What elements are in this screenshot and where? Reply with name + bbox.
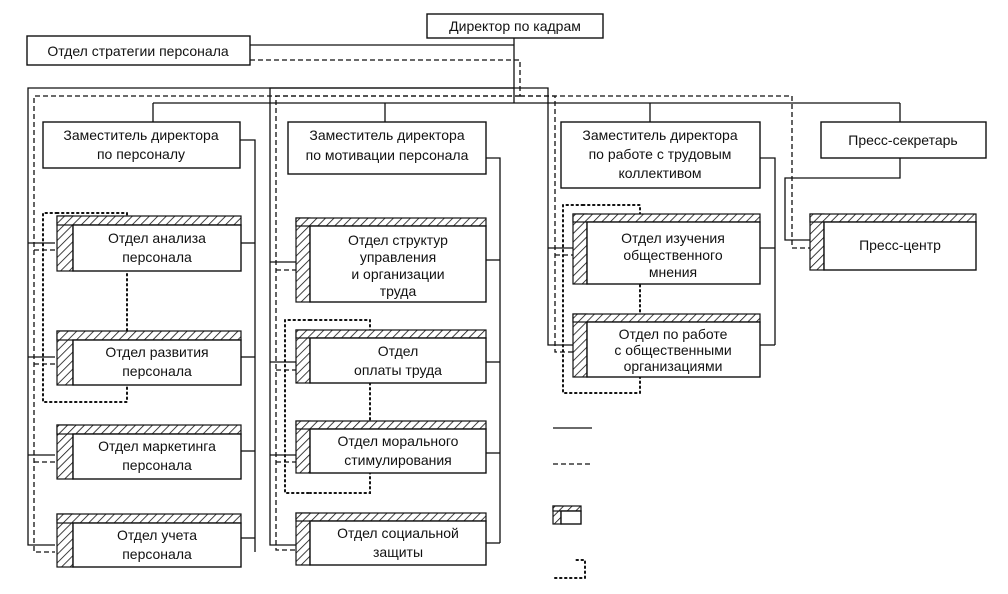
legend-dotted-symbol [554,559,586,579]
development-line-2: персонала [122,363,192,379]
social-line-2: защиты [373,544,423,560]
marketing-line-1: Отдел маркетинга [98,438,216,454]
moral-line-1: Отдел морального [338,433,459,449]
marketing-line-2: персонала [122,457,192,473]
strategy-label: Отдел стратегии персонала [47,43,229,59]
deputy-collective-line-1: Заместитель директора [582,127,737,143]
structures-line-1: Отдел структур [348,232,448,248]
opinion-line-2: общественного [623,247,722,263]
opinion-line-1: Отдел изучения [621,230,725,246]
press-center-box: Пресс-центр [809,213,977,271]
structures-line-2: управления [360,249,436,265]
analysis-department-box: Отдел анализа персонала [56,215,242,272]
deputy-collective-line-3: коллективом [618,165,701,181]
social-line-1: Отдел социальной [337,525,459,541]
accounting-line-1: Отдел учета [117,527,197,543]
structures-line-4: труда [380,283,417,299]
payment-line-2: оплаты труда [354,362,442,378]
deputy-collective-line-2: по работе с трудовым [589,146,732,162]
press-secretary-label: Пресс-секретарь [848,132,957,148]
deputy-motivation-box: Заместитель директора по мотивации персо… [287,121,487,175]
press-center-label: Пресс-центр [859,237,941,253]
accounting-department-box: Отдел учета персонала [56,513,242,568]
dashed-connectors [33,59,810,553]
legend-hatch-symbol [552,505,582,525]
moral-line-2: стимулирования [344,452,451,468]
public-orgs-department-box: Отдел по работе с общественными организа… [572,313,761,378]
deputy-personnel-line-2: по персоналу [97,146,185,162]
deputy-personnel-box: Заместитель директора по персоналу [42,121,241,169]
moral-department-box: Отдел морального стимулирования [295,420,487,474]
public-orgs-line-2: с общественными [614,342,731,358]
solid-connectors [27,38,901,552]
social-department-box: Отдел социальной защиты [295,512,487,566]
strategy-box: Отдел стратегии персонала [26,35,251,66]
public-orgs-line-3: организациями [624,358,723,374]
payment-department-box: Отдел оплаты труда [295,329,487,384]
director-label: Директор по кадрам [449,18,581,34]
development-line-1: Отдел развития [105,344,208,360]
press-secretary-box: Пресс-секретарь [820,121,987,159]
deputy-personnel-line-1: Заместитель директора [63,127,218,143]
analysis-line-1: Отдел анализа [108,230,206,246]
development-department-box: Отдел развития персонала [56,330,242,386]
accounting-line-2: персонала [122,546,192,562]
opinion-department-box: Отдел изучения общественного мнения [572,213,761,285]
opinion-line-3: мнения [649,264,697,280]
structures-department-box: Отдел структур управления и организации … [295,217,487,303]
structures-line-3: и организации [351,266,444,282]
public-orgs-line-1: Отдел по работе [619,326,728,342]
legend [552,427,592,579]
payment-line-1: Отдел [378,343,419,359]
deputy-collective-box: Заместитель директора по работе с трудов… [560,121,761,189]
director-box: Директор по кадрам [426,13,604,39]
deputy-motivation-line-2: по мотивации персонала [306,147,469,163]
marketing-department-box: Отдел маркетинга персонала [56,424,242,480]
analysis-line-2: персонала [122,249,192,265]
deputy-motivation-line-1: Заместитель директора [309,127,464,143]
